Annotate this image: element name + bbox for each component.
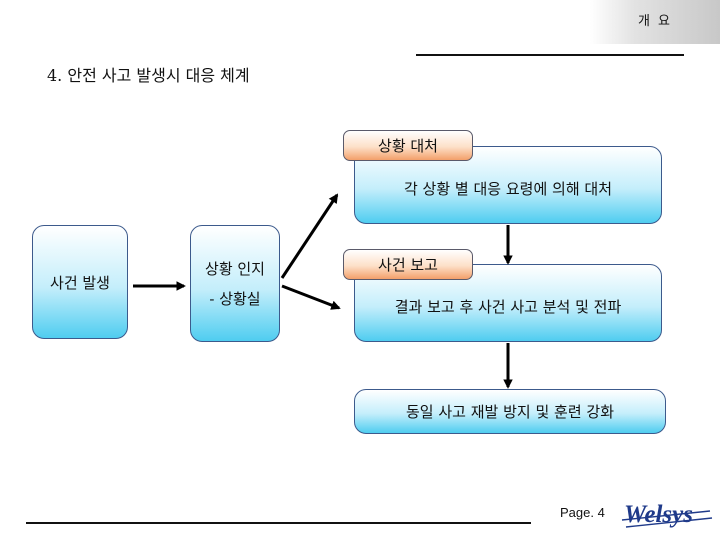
response-tag-label: 상황 대처 [378,137,438,155]
recognition-label: 상황 인지 [205,259,265,278]
bottom-divider [26,522,531,524]
page-title: 4. 안전 사고 발생시 대응 체계 [47,66,250,85]
header-tab: 개 요 [590,0,720,44]
arrow-recognition-to-response [280,193,339,279]
arrow-recognition-to-report [281,284,341,310]
prevention-box-label: 동일 사고 재발 방지 및 훈련 강화 [405,403,614,421]
report-tag: 사건 보고 [343,249,473,280]
recognition-sub-label: - 상황실 [209,289,261,308]
welsys-logo: Welsys [621,501,713,528]
response-box-label: 각 상황 별 대응 요령에 의해 대처 [403,179,612,198]
incident-box: 사건 발생 [32,225,128,339]
incident-label: 사건 발생 [50,273,110,292]
recognition-box: 상황 인지 - 상황실 [190,225,280,342]
report-tag-label: 사건 보고 [378,256,438,274]
response-tag: 상황 대처 [343,130,473,161]
top-divider [416,54,684,56]
prevention-box: 동일 사고 재발 방지 및 훈련 강화 [354,389,666,434]
logo-text: Welsys [624,501,693,528]
report-box-label: 결과 보고 후 사건 사고 분석 및 전파 [394,297,622,316]
page-number: Page. 4 [560,505,605,520]
